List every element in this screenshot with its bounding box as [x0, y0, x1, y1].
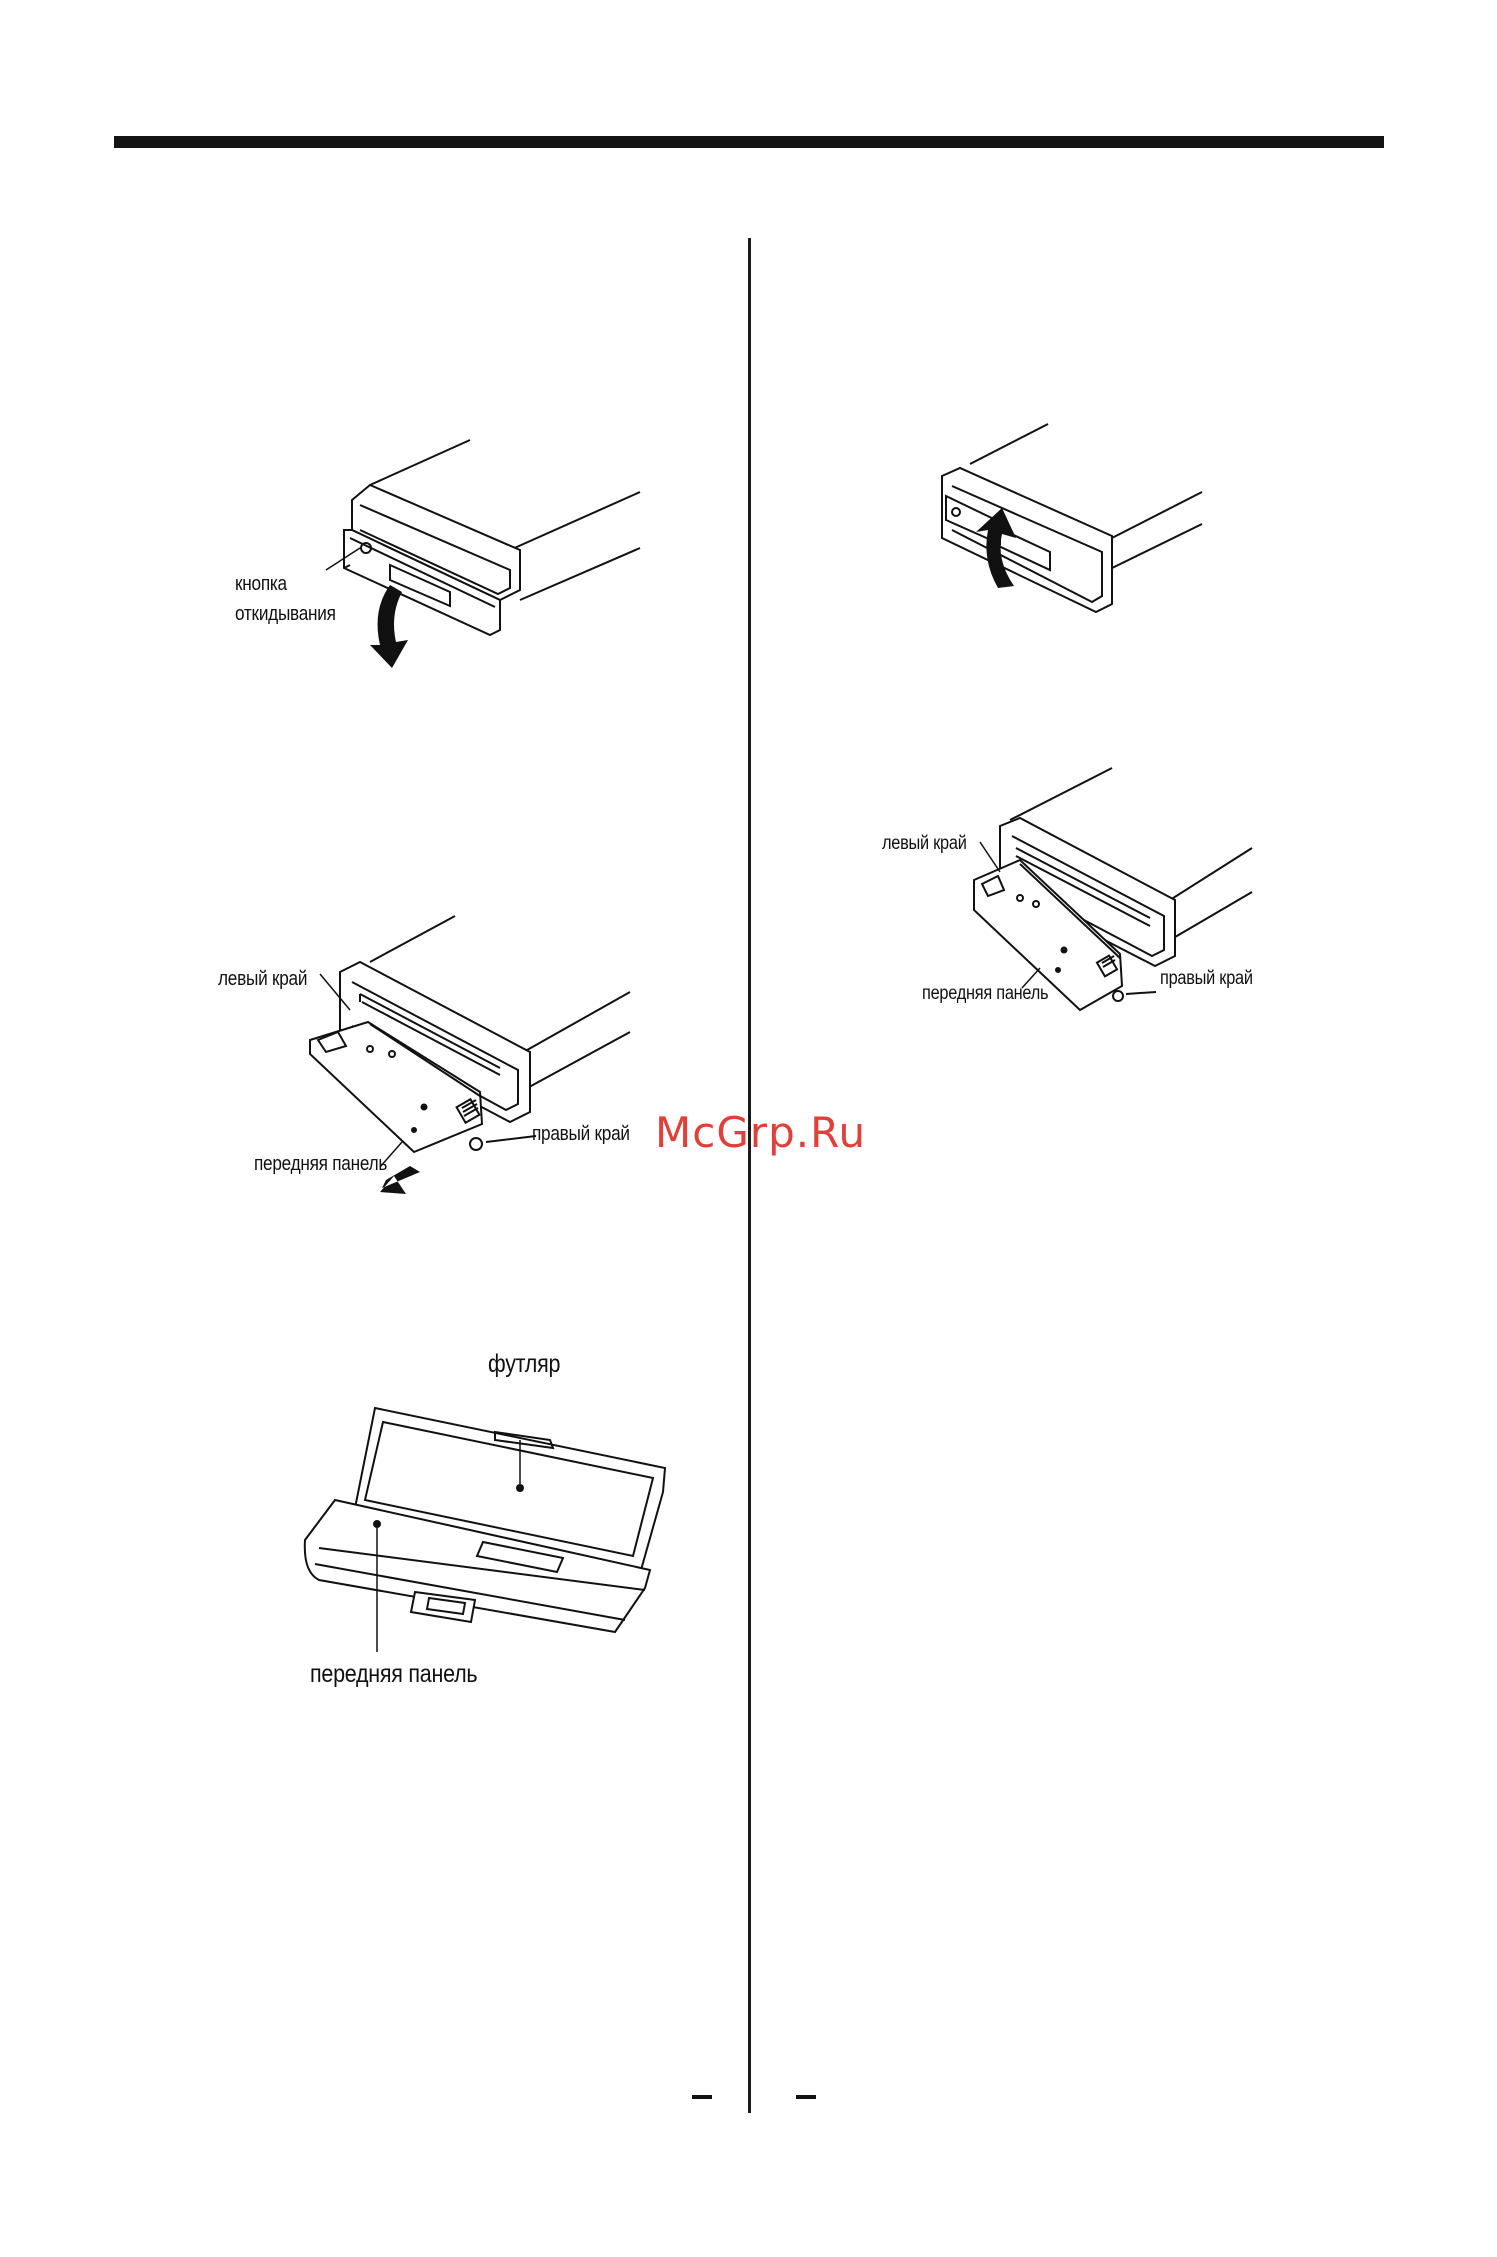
down-arrow-icon — [370, 585, 408, 668]
figure-attach-panel — [930, 420, 1230, 620]
label-case-front-panel: передняя панель — [310, 1658, 477, 1690]
label-release-button-2: откидывания — [235, 600, 336, 628]
page-number-dash-left — [692, 2095, 712, 2099]
figure-case — [295, 1400, 685, 1670]
watermark: McGrp.Ru — [655, 1108, 866, 1157]
column-divider — [748, 238, 751, 2113]
figure-release-panel — [330, 430, 650, 670]
label-right-edge-2: правый край — [1160, 965, 1253, 993]
label-right-edge: правый край — [532, 1120, 630, 1148]
label-left-edge-2: левый край — [882, 830, 967, 858]
label-front-panel: передняя панель — [254, 1150, 387, 1178]
label-case: футляр — [488, 1348, 560, 1380]
label-left-edge: левый край — [218, 965, 307, 993]
label-release-button: кнопка — [235, 570, 287, 598]
label-front-panel-2: передняя панель — [922, 980, 1048, 1008]
page-number-dash-right — [796, 2095, 816, 2099]
header-rule — [114, 136, 1384, 148]
